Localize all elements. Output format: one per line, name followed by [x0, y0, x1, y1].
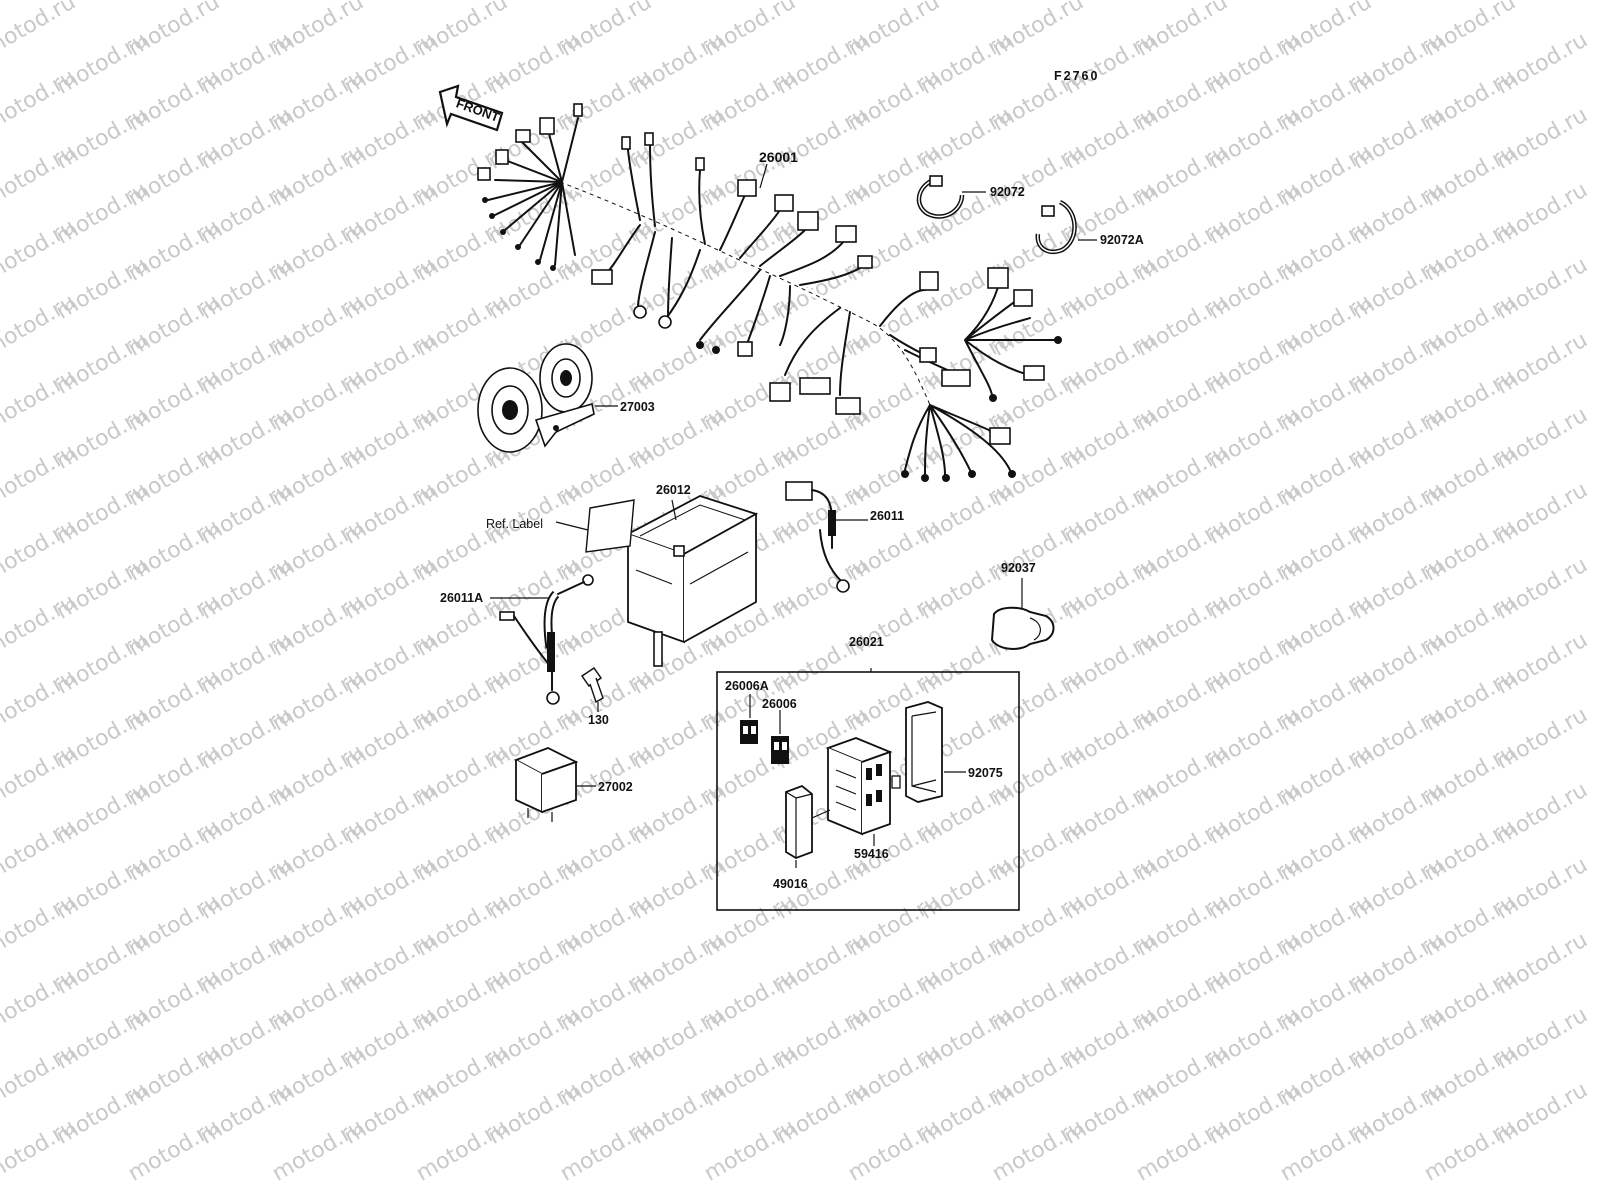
label-26001: 26001 — [759, 149, 798, 165]
fuse-26006a — [740, 720, 758, 744]
battery-cable-26011a — [499, 574, 594, 705]
label-ref-label: Ref. Label — [486, 517, 543, 531]
label-26006a: 26006A — [725, 679, 769, 693]
ref-label-sheet — [585, 499, 635, 553]
label-26011a: 26011A — [440, 591, 483, 605]
label-27002: 27002 — [598, 780, 633, 794]
clamp-92072 — [916, 175, 965, 219]
label-49016: 49016 — [773, 877, 808, 891]
label-130: 130 — [588, 713, 609, 727]
junction-box-group-frame — [716, 671, 1020, 911]
battery-cable-26011 — [785, 481, 850, 593]
relay-27002 — [513, 747, 579, 822]
label-27003: 27003 — [620, 400, 655, 414]
junction-box-59416 — [825, 737, 901, 836]
battery — [625, 495, 759, 667]
leader-ref-label — [555, 521, 589, 531]
leader-26001 — [759, 163, 768, 189]
label-59416: 59416 — [854, 847, 889, 861]
figure-code: F2760 — [1054, 69, 1099, 83]
horn-assembly — [477, 343, 595, 453]
label-92072: 92072 — [990, 185, 1025, 199]
cover-92075 — [905, 701, 943, 803]
label-26021: 26021 — [849, 635, 884, 649]
label-26006: 26006 — [762, 697, 797, 711]
leader-49016-top — [811, 809, 831, 819]
bolt-130 — [580, 666, 604, 704]
front-arrow: FRONT — [438, 84, 504, 132]
leader-26012 — [671, 499, 677, 521]
main-wiring-harness — [477, 103, 1062, 482]
bracket-49016 — [785, 784, 813, 859]
band-92037 — [990, 606, 1055, 650]
label-26011: 26011 — [870, 509, 904, 523]
label-26012: 26012 — [656, 483, 691, 497]
clamp-92072a — [1035, 199, 1077, 254]
fuse-26006 — [771, 736, 789, 764]
label-92075: 92075 — [968, 766, 1003, 780]
label-92072a: 92072A — [1100, 233, 1144, 247]
label-92037: 92037 — [1001, 561, 1036, 575]
